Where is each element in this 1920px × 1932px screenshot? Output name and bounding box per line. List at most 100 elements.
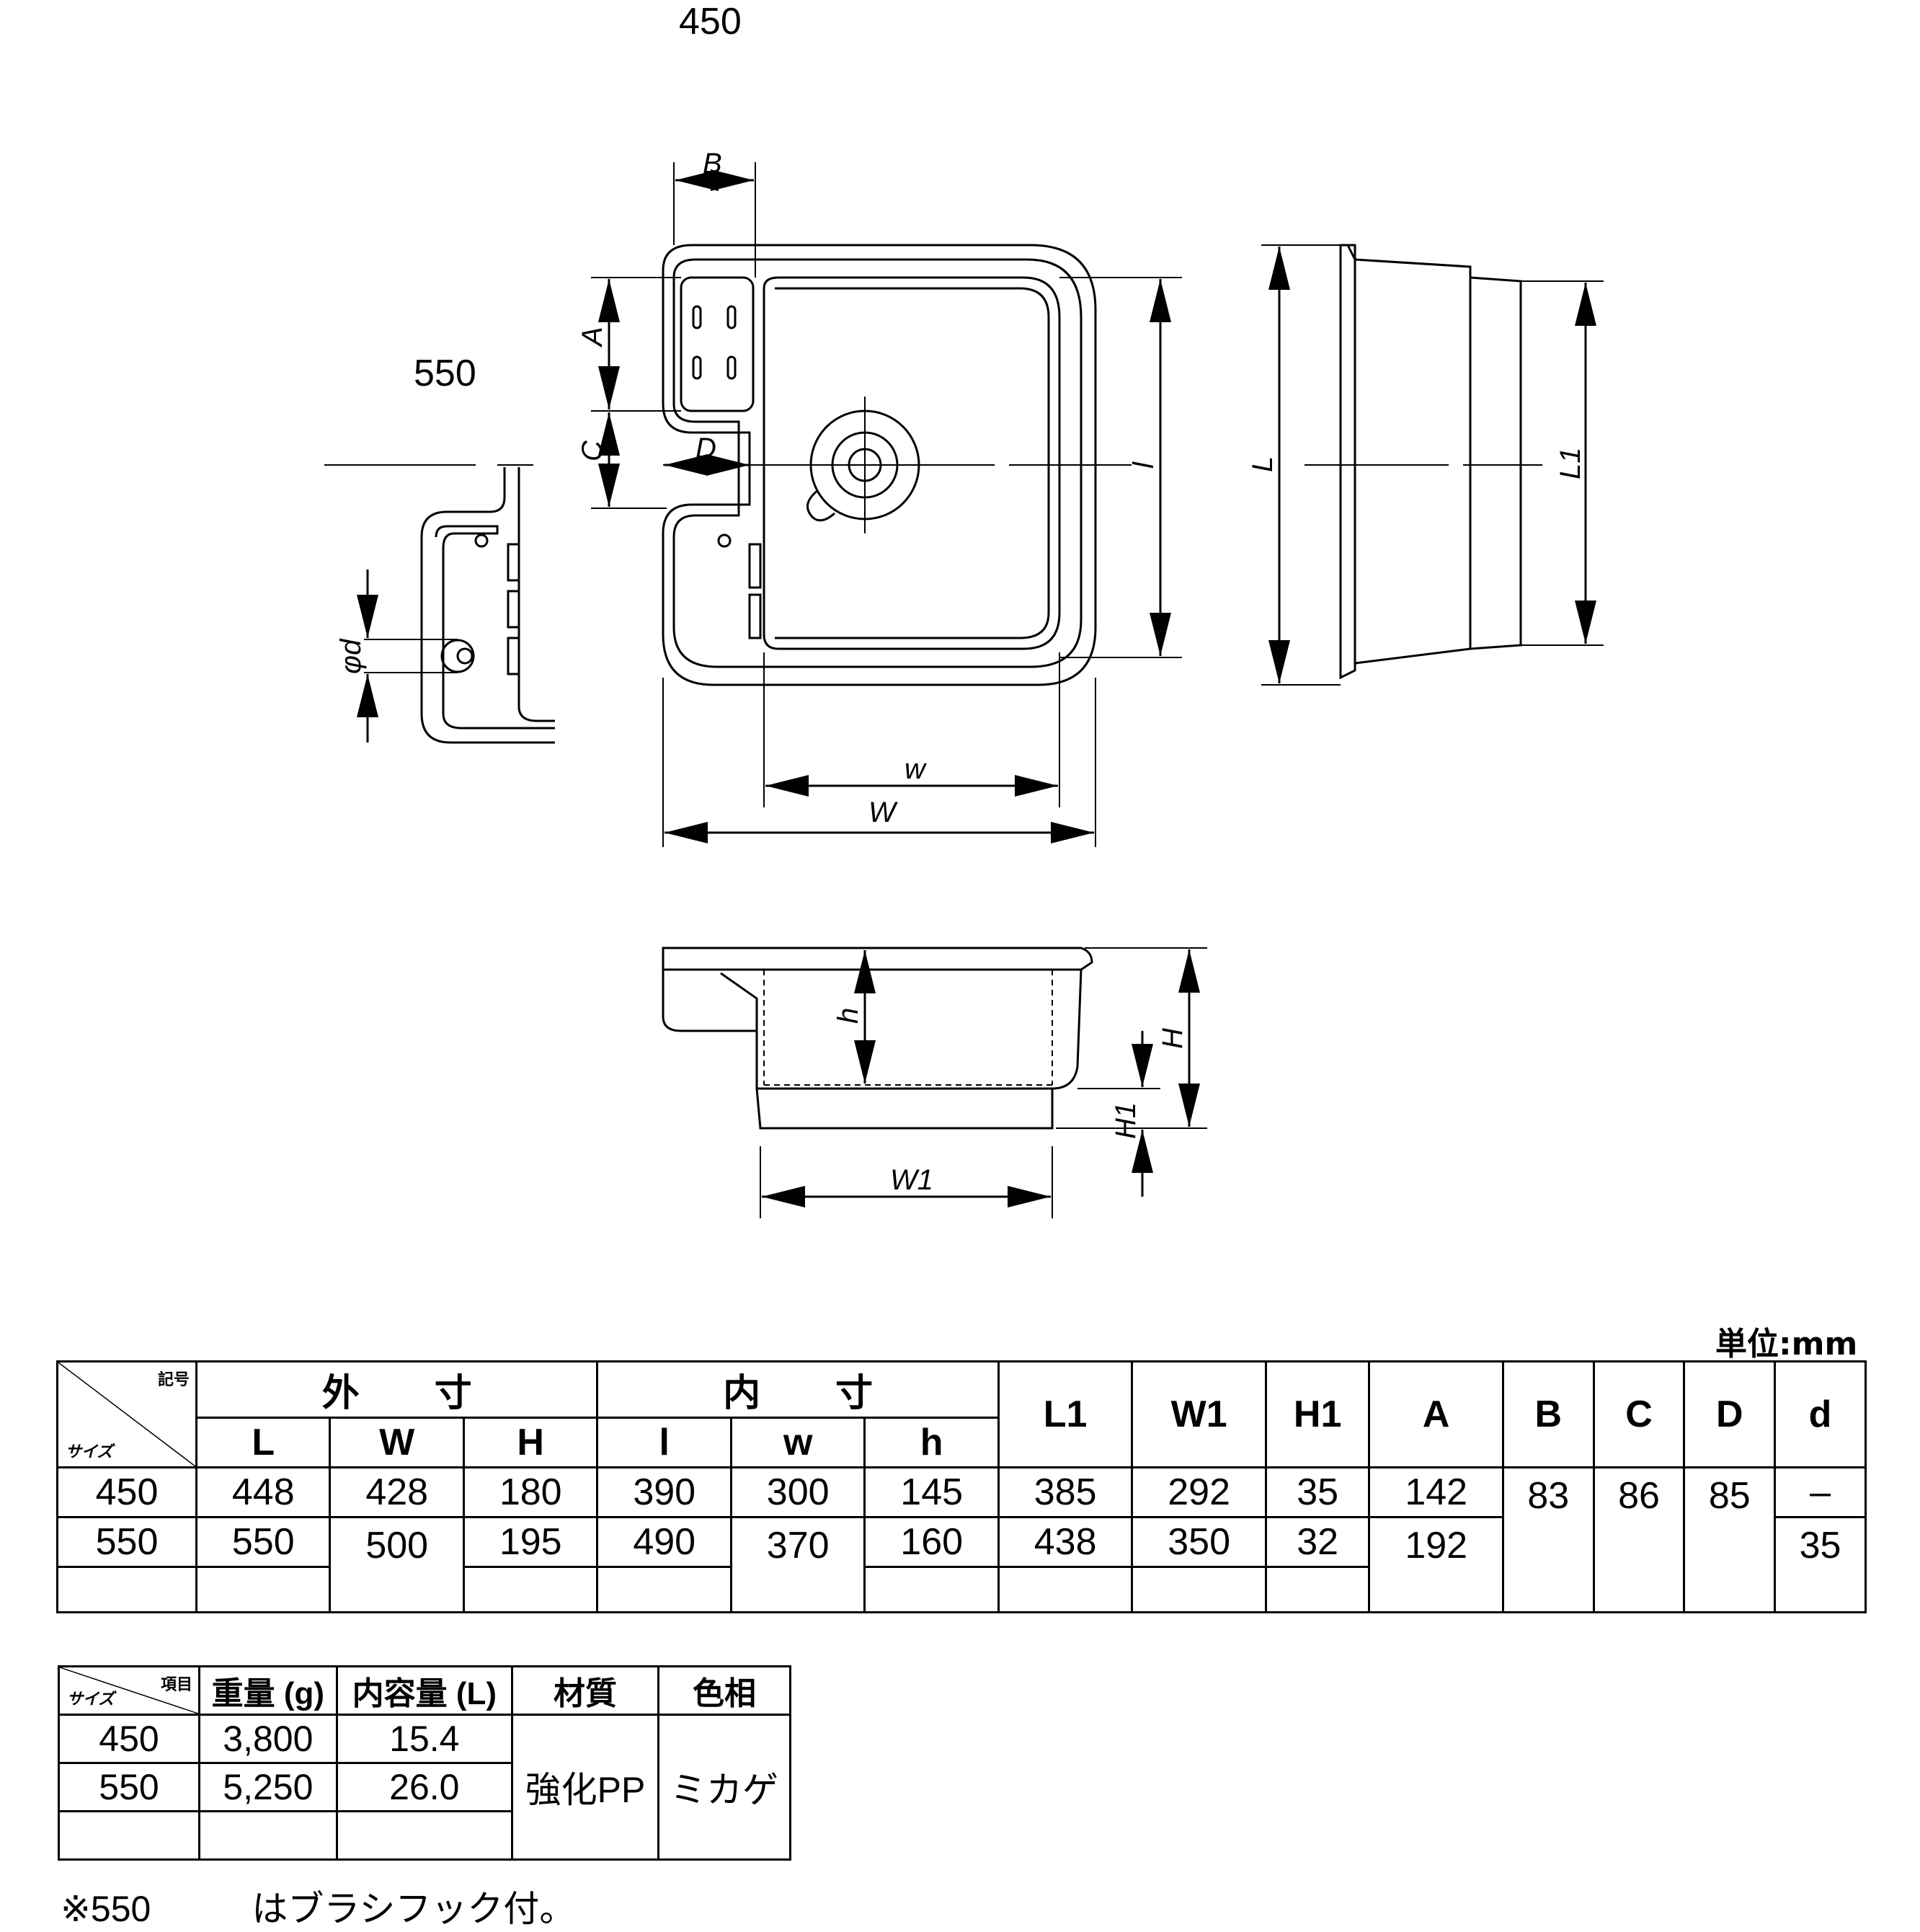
cell-capacity: 15.4 xyxy=(335,1714,513,1764)
dim-label-W: W xyxy=(868,797,898,828)
table-row: 550 5,250 26.0 xyxy=(58,1762,791,1812)
size-450-label: 450 xyxy=(679,1,742,43)
cell-d: 35 xyxy=(1774,1516,1867,1613)
cell-size: 450 xyxy=(58,1714,200,1764)
col-header-color: 色相 xyxy=(657,1665,792,1716)
table-row-empty xyxy=(58,1810,791,1861)
col-header-h: h xyxy=(863,1417,1000,1468)
col-header-W1: W1 xyxy=(1131,1360,1267,1468)
dim-label-phi-d: φd xyxy=(335,638,367,674)
dim-label-W1: W1 xyxy=(890,1164,933,1196)
table-row: 550 550 500 195 490 370 160 438 350 32 1… xyxy=(56,1516,1867,1613)
cell-empty xyxy=(1264,1566,1371,1613)
cell-h: 160 xyxy=(863,1516,1000,1568)
table-row: 450 448 428 180 390 300 145 385 292 35 1… xyxy=(56,1466,1867,1613)
cell-C: 86 xyxy=(1592,1466,1686,1613)
technical-drawing: B A C D l L L1 w W h H H1 W1 φd xyxy=(324,148,1604,1218)
corner-bottom-label: サイズ xyxy=(66,1443,113,1461)
dim-label-L1: L1 xyxy=(1555,448,1586,480)
corner-top-label: 記号 xyxy=(157,1370,190,1388)
col-header-l: l xyxy=(596,1417,732,1468)
dim-label-l: l xyxy=(1128,461,1160,469)
dim-label-H1: H1 xyxy=(1110,1102,1142,1139)
cell-l: 490 xyxy=(596,1516,732,1568)
cell-H1: 35 xyxy=(1264,1466,1371,1518)
front-view xyxy=(662,947,1207,1218)
cell-empty xyxy=(195,1566,332,1613)
cell-capacity: 26.0 xyxy=(335,1762,513,1812)
group-outer-header: 外 寸 xyxy=(195,1360,599,1419)
table-row: 450 3,800 15.4 強化PP ミカゲ xyxy=(58,1714,792,1861)
table-row-empty xyxy=(56,1566,1866,1613)
cell-H1: 32 xyxy=(1264,1516,1371,1568)
dim-label-w: w xyxy=(905,753,928,785)
cell-empty xyxy=(596,1566,732,1613)
col-header-material: 材質 xyxy=(510,1665,659,1716)
cell-h: 145 xyxy=(863,1466,1000,1518)
col-header-capacity: 内容量 (L) xyxy=(335,1665,513,1716)
col-header-H: H xyxy=(462,1417,599,1468)
cell-A: 192 xyxy=(1368,1516,1504,1613)
cell-B: 83 xyxy=(1501,1466,1595,1613)
col-header-L1: L1 xyxy=(997,1360,1134,1468)
cell-L1: 385 xyxy=(997,1466,1134,1518)
cell-W1: 292 xyxy=(1131,1466,1267,1518)
cell-empty xyxy=(58,1810,200,1861)
side-view xyxy=(1261,244,1604,686)
cell-W: 500 xyxy=(329,1516,465,1613)
cell-l: 390 xyxy=(596,1466,732,1518)
cell-w: 370 xyxy=(729,1516,866,1613)
footnote-text: はブラシフック付。 xyxy=(252,1889,576,1929)
cell-size: 550 xyxy=(58,1762,200,1812)
unit-label: 単位:mm xyxy=(1715,1326,1858,1362)
col-header-C: C xyxy=(1592,1360,1686,1468)
cell-d: – xyxy=(1774,1466,1867,1518)
col-header-d: d xyxy=(1774,1360,1867,1468)
cell-weight: 3,800 xyxy=(198,1714,338,1764)
cell-empty xyxy=(335,1810,513,1861)
dim-label-h: h xyxy=(832,1008,864,1024)
cell-H: 195 xyxy=(462,1516,599,1568)
cell-L: 448 xyxy=(195,1466,332,1518)
col-header-w: w xyxy=(729,1417,866,1468)
group-inner-header: 内 寸 xyxy=(596,1360,1000,1419)
cell-L: 550 xyxy=(195,1516,332,1568)
cell-H: 180 xyxy=(462,1466,599,1518)
cell-D: 85 xyxy=(1683,1466,1777,1613)
dim-label-A: A xyxy=(577,327,608,347)
footnote-prefix: ※550 xyxy=(61,1889,151,1929)
footnote: ※550 はブラシフック付。 xyxy=(61,1880,575,1932)
cell-size: 550 xyxy=(56,1516,197,1568)
corner-top-label: 項目 xyxy=(160,1675,192,1693)
col-header-H1: H1 xyxy=(1264,1360,1371,1468)
cell-empty xyxy=(56,1566,197,1613)
col-header-W: W xyxy=(329,1417,465,1468)
size-550-label: 550 xyxy=(414,353,476,394)
cell-material: 強化PP xyxy=(510,1714,659,1861)
cell-empty xyxy=(1131,1566,1267,1613)
table-corner-cell: 項目 サイズ xyxy=(58,1665,200,1716)
col-header-weight: 重量 (g) xyxy=(198,1665,338,1716)
dim-label-H: H xyxy=(1157,1028,1188,1049)
cell-weight: 5,250 xyxy=(198,1762,338,1812)
diagonal-line xyxy=(58,1362,195,1466)
cell-empty xyxy=(462,1566,599,1613)
cell-W1: 350 xyxy=(1131,1516,1267,1568)
dim-label-D: D xyxy=(695,433,716,464)
cell-empty xyxy=(863,1566,1000,1613)
col-header-B: B xyxy=(1501,1360,1595,1468)
properties-table: 項目 サイズ 重量 (g) 内容量 (L) 材質 色相 450 3,800 15… xyxy=(58,1665,792,1861)
dimension-table: 記号 サイズ 外 寸 内 寸 L1 W1 H1 A B C D d L W H … xyxy=(56,1360,1867,1613)
cell-A: 142 xyxy=(1368,1466,1504,1518)
cell-size: 450 xyxy=(56,1466,197,1518)
cell-color: ミカゲ xyxy=(657,1714,792,1861)
cell-L1: 438 xyxy=(997,1516,1134,1568)
cell-W: 428 xyxy=(329,1466,465,1518)
cell-w: 300 xyxy=(729,1466,866,1518)
diagonal-line xyxy=(60,1667,198,1714)
table-corner-cell: 記号 サイズ xyxy=(56,1360,197,1468)
cell-empty xyxy=(997,1566,1134,1613)
col-header-A: A xyxy=(1368,1360,1504,1468)
dim-label-L: L xyxy=(1247,456,1279,472)
corner-bottom-label: サイズ xyxy=(67,1690,115,1708)
